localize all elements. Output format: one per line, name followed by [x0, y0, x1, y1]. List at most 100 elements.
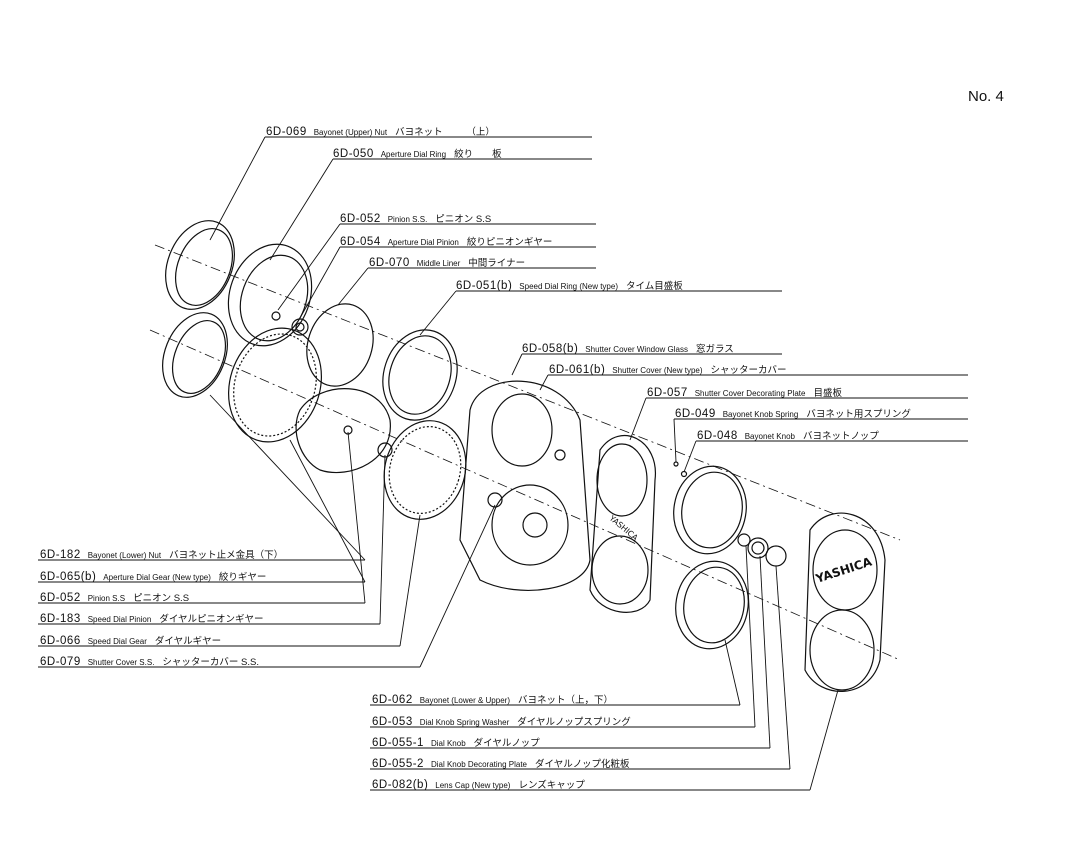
- part-name-jp: 窓ガラス: [695, 344, 734, 355]
- part-name-jp: 絞り 板: [454, 149, 502, 160]
- part-name-jp: 絞りギヤー: [218, 572, 267, 583]
- part-number: 6D-052: [40, 592, 81, 604]
- part-name-jp: バヨネット（上，下）: [517, 695, 613, 706]
- part-label-183: 6D-183 Speed Dial Pinion ダイヤルピニオンギヤー: [40, 609, 264, 627]
- part-name-jp: ピニオン S.S: [435, 214, 492, 225]
- part-name-jp: タイム目盛板: [626, 281, 683, 292]
- part-number: 6D-062: [372, 694, 413, 706]
- part-label-050: 6D-050 Aperture Dial Ring 絞り 板: [333, 144, 502, 162]
- part-speed-dial-gear: [383, 420, 467, 520]
- part-name-jp: 中間ライナー: [468, 258, 526, 269]
- part-name-jp: 絞りピニオンギヤー: [466, 237, 553, 248]
- part-middle-liner: [306, 303, 374, 387]
- part-name-jp: レンズキャップ: [518, 780, 585, 791]
- part-name: Pinion S.S.: [387, 215, 428, 224]
- part-label-079: 6D-079 Shutter Cover S.S. シャッターカバー S.S.: [40, 652, 259, 670]
- part-bayonet-lower-upper: [673, 465, 749, 650]
- part-number: 6D-058(b): [522, 343, 579, 355]
- part-number: 6D-053: [372, 716, 413, 728]
- part-number: 6D-182: [40, 549, 81, 561]
- part-speed-dial-ring: [382, 329, 458, 421]
- part-name-jp: バヨネット用スプリング: [806, 409, 911, 420]
- part-number: 6D-055-1: [372, 737, 424, 749]
- part-label-066: 6D-066 Speed Dial Gear ダイヤルギヤー: [40, 631, 221, 649]
- part-name: Speed Dial Gear: [87, 637, 147, 646]
- part-number: 6D-054: [340, 236, 381, 248]
- part-number: 6D-070: [369, 257, 410, 269]
- part-name-jp: バヨネットノップ: [802, 431, 879, 442]
- part-name: Middle Liner: [416, 259, 461, 268]
- part-label-053: 6D-053 Dial Knob Spring Washer ダイヤルノップスプリン…: [372, 712, 631, 730]
- plate-brand-imprint: YASHICA: [607, 513, 640, 543]
- part-name-jp: ダイヤルノップ: [473, 738, 540, 749]
- part-name-jp: ダイヤルギヤー: [154, 636, 222, 647]
- part-aperture-dial-ring: [227, 243, 313, 347]
- part-label-052b: 6D-052 Pinion S.S ピニオン S.S: [40, 588, 189, 606]
- part-bayonet-lower-nut: [162, 312, 228, 398]
- part-label-061: 6D-061(b) Shutter Cover (New type) シャッターカバ…: [549, 360, 787, 378]
- part-number: 6D-052: [340, 213, 381, 225]
- part-name-jp: ピニオン S.S: [133, 593, 190, 604]
- part-name-jp: バヨネット止メ金具（下）: [169, 550, 284, 561]
- part-label-069: 6D-069 Bayonet (Upper) Nut バヨネット （上）: [266, 122, 495, 140]
- part-label-065: 6D-065(b) Aperture Dial Gear (New type) 絞り…: [40, 567, 266, 585]
- part-name: Shutter Cover Decorating Plate: [694, 389, 806, 398]
- part-name-jp: シャッターカバー S.S.: [162, 657, 260, 668]
- part-name: Lens Cap (New type): [435, 781, 511, 790]
- part-name: Speed Dial Ring (New type): [519, 282, 618, 291]
- part-number: 6D-049: [675, 408, 716, 420]
- part-name: Speed Dial Pinion: [87, 615, 152, 624]
- part-name: Bayonet (Lower & Upper): [419, 696, 510, 705]
- part-label-082: 6D-082(b) Lens Cap (New type) レンズキャップ: [372, 775, 585, 793]
- part-name-jp: シャッターカバー: [710, 365, 787, 376]
- part-label-0551: 6D-055-1 Dial Knob ダイヤルノップ: [372, 733, 540, 751]
- part-number: 6D-048: [697, 430, 738, 442]
- part-number: 6D-061(b): [549, 364, 606, 376]
- part-number: 6D-055-2: [372, 758, 424, 770]
- part-name: Aperture Dial Gear (New type): [103, 573, 211, 582]
- part-aperture-dial-gear: [228, 327, 322, 443]
- part-number: 6D-082(b): [372, 779, 429, 791]
- part-name-jp: ダイヤルノップスプリング: [517, 717, 631, 728]
- part-label-0552: 6D-055-2 Dial Knob Decorating Plate ダイヤルノッ…: [372, 754, 630, 772]
- part-label-051: 6D-051(b) Speed Dial Ring (New type) タイム目盛…: [456, 276, 683, 294]
- part-name: Dial Knob: [430, 739, 466, 748]
- part-number: 6D-183: [40, 613, 81, 625]
- part-decorating-plate: [589, 434, 656, 613]
- part-number: 6D-050: [333, 148, 374, 160]
- center-axis-lines: [149, 244, 901, 661]
- part-name: Aperture Dial Ring: [380, 150, 447, 159]
- part-name-jp: バヨネット （上）: [395, 127, 495, 138]
- part-name: Shutter Cover (New type): [612, 366, 703, 375]
- part-shutter-cover: [459, 380, 591, 591]
- part-dial-knob: [737, 533, 787, 567]
- part-name: Pinion S.S: [87, 594, 126, 603]
- part-number: 6D-057: [647, 387, 688, 399]
- part-label-052a: 6D-052 Pinion S.S. ピニオン S.S: [340, 209, 491, 227]
- part-number: 6D-051(b): [456, 280, 513, 292]
- part-number: 6D-066: [40, 635, 81, 647]
- part-bayonet-upper-nut: [165, 220, 235, 310]
- lens-cap-brand-imprint: YASHICA: [813, 554, 874, 586]
- part-label-057: 6D-057 Shutter Cover Decorating Plate 目盛板: [647, 383, 842, 401]
- part-name-jp: ダイヤルピニオンギヤー: [159, 614, 264, 625]
- leader-lines: [38, 136, 968, 791]
- part-name: Bayonet Knob: [744, 432, 795, 441]
- part-number: 6D-069: [266, 126, 307, 138]
- part-name-jp: ダイヤルノップ化粧板: [535, 759, 630, 770]
- part-name: Shutter Cover S.S.: [87, 658, 155, 667]
- part-label-062: 6D-062 Bayonet (Lower & Upper) バヨネット（上，下）: [372, 690, 613, 708]
- part-name-jp: 目盛板: [813, 388, 842, 399]
- part-label-070: 6D-070 Middle Liner 中間ライナー: [369, 253, 525, 271]
- part-name: Dial Knob Decorating Plate: [430, 760, 528, 769]
- part-name: Dial Knob Spring Washer: [419, 718, 510, 727]
- part-lens-cap: [804, 512, 886, 692]
- part-number: 6D-079: [40, 656, 81, 668]
- part-name: Bayonet (Upper) Nut: [313, 128, 388, 137]
- part-number: 6D-065(b): [40, 571, 97, 583]
